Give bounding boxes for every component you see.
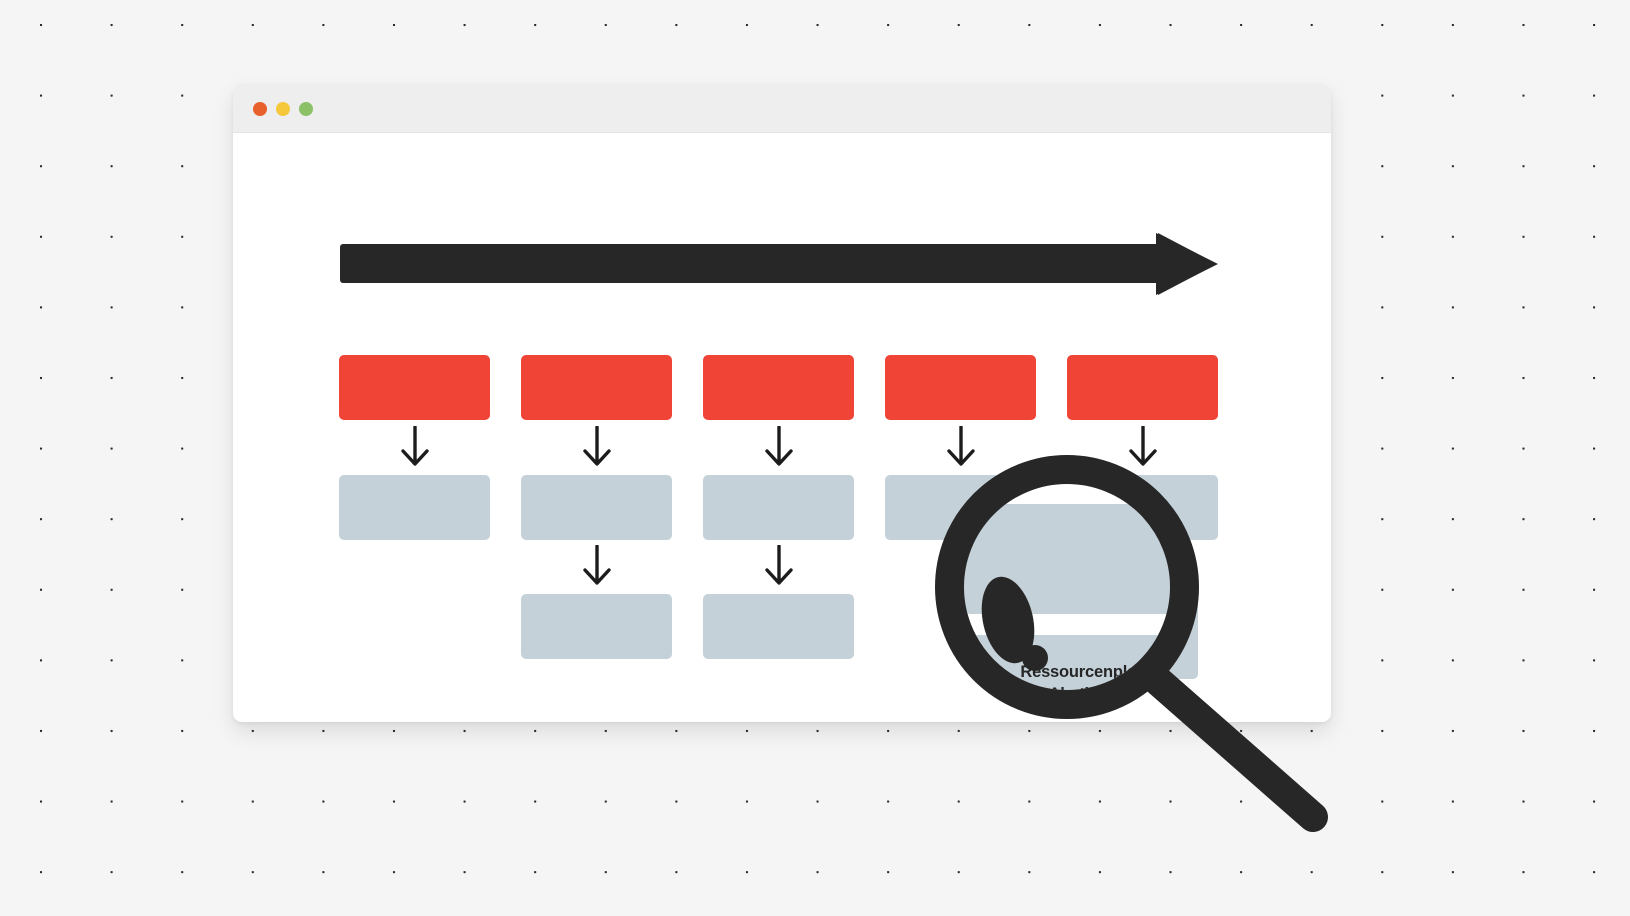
task-box-1-1-label: [339, 475, 490, 540]
window-titlebar: [233, 84, 1331, 133]
phase-box-5-label: [1067, 355, 1218, 420]
task-box-2-2[interactable]: [521, 594, 672, 659]
phase-box-4-label: [885, 355, 1036, 420]
diagram-canvas: Ressourcenplanung Abstimmung: [233, 133, 1331, 722]
task-box-2-2-label: [521, 594, 672, 659]
task-box-5-1-label: [1067, 475, 1218, 540]
phase-box-1[interactable]: [339, 355, 490, 420]
connector-arrow-down-3-2: [762, 544, 796, 587]
connector-arrow-down-1-1: [398, 425, 432, 468]
task-box-5-2[interactable]: Ressourcenplanung Abstimmung: [988, 594, 1198, 679]
phase-box-3[interactable]: [703, 355, 854, 420]
task-box-2-1-label: [521, 475, 672, 540]
phase-box-4[interactable]: [885, 355, 1036, 420]
maximize-icon[interactable]: [299, 102, 313, 116]
phase-box-3-label: [703, 355, 854, 420]
task-box-3-1[interactable]: [703, 475, 854, 540]
minimize-icon[interactable]: [276, 102, 290, 116]
task-box-4-1[interactable]: [885, 475, 1036, 540]
connector-arrow-down-5-1: [1126, 425, 1160, 468]
phase-box-5[interactable]: [1067, 355, 1218, 420]
timeline-arrow-icon: [338, 233, 1220, 295]
task-box-1-1[interactable]: [339, 475, 490, 540]
phase-box-1-label: [339, 355, 490, 420]
connector-arrow-down-3-1: [762, 425, 796, 468]
task-box-3-1-label: [703, 475, 854, 540]
connector-arrow-down-4-1: [944, 425, 978, 468]
task-box-2-1[interactable]: [521, 475, 672, 540]
connector-arrow-down-2-1: [580, 425, 614, 468]
close-icon[interactable]: [253, 102, 267, 116]
phase-box-2-label: [521, 355, 672, 420]
task-box-4-1-label: [885, 475, 1036, 540]
browser-window: Ressourcenplanung Abstimmung: [233, 84, 1331, 722]
task-box-5-1[interactable]: [1067, 475, 1218, 540]
connector-arrow-down-2-2: [580, 544, 614, 587]
task-box-3-2[interactable]: [703, 594, 854, 659]
task-box-3-2-label: [703, 594, 854, 659]
phase-box-2[interactable]: [521, 355, 672, 420]
